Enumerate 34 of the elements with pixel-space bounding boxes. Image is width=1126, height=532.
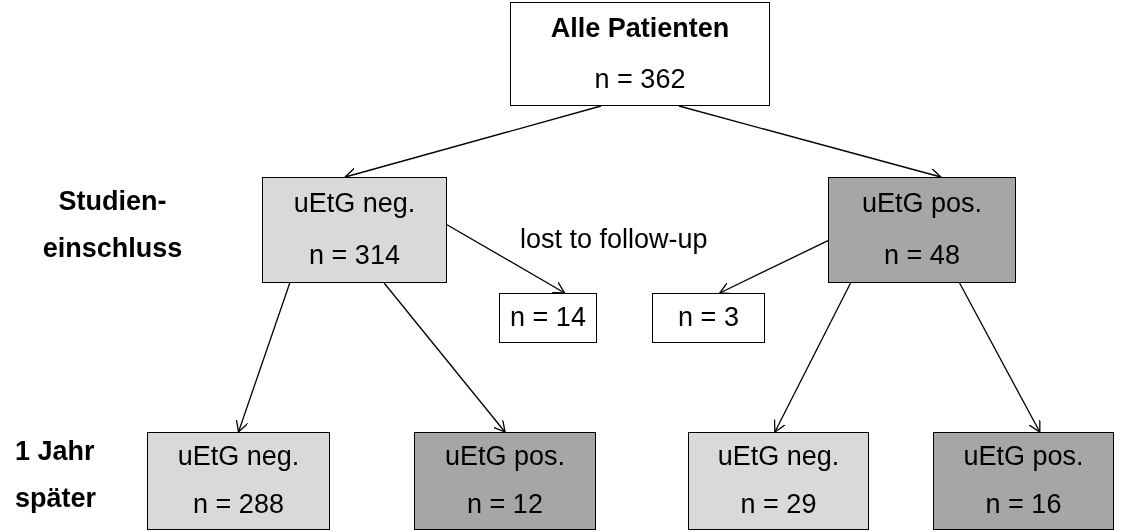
row-label: 1 Jahr später	[15, 435, 98, 516]
box-title: Alle Patienten	[550, 12, 730, 44]
arrow	[719, 239, 829, 295]
box-text: n = 288	[193, 489, 284, 521]
box-text: uEtG pos.	[444, 441, 566, 473]
process-box	[262, 177, 447, 283]
box-text: uEtG pos.	[963, 441, 1084, 473]
arrow	[235, 282, 291, 433]
box-text: uEtG neg.	[293, 188, 416, 220]
box-text: n = 12	[467, 489, 543, 521]
box-text: n = 29	[740, 489, 817, 521]
box-text: n = 14	[510, 302, 586, 334]
process-box	[933, 432, 1114, 530]
note: lost to follow-up	[520, 223, 708, 256]
process-box	[510, 2, 770, 106]
process-box	[147, 432, 330, 530]
arrow	[383, 282, 506, 433]
process-box	[828, 177, 1016, 283]
process-box	[499, 293, 597, 343]
process-box	[688, 432, 869, 530]
process-box	[652, 293, 765, 343]
box-text: uEtG neg.	[177, 441, 300, 473]
arrow	[773, 282, 852, 433]
arrow	[958, 282, 1041, 433]
arrow	[446, 224, 566, 294]
box-text: n = 314	[309, 240, 400, 272]
process-box	[414, 432, 596, 530]
box-text: n = 16	[985, 489, 1062, 521]
box-text: n = 48	[884, 240, 960, 272]
row-label: Studien- einschluss	[41, 185, 184, 266]
box-text: uEtG neg.	[717, 441, 840, 473]
box-text: n = 3	[678, 302, 739, 334]
box-text: n = 362	[594, 63, 686, 95]
box-text: uEtG pos.	[861, 188, 983, 220]
